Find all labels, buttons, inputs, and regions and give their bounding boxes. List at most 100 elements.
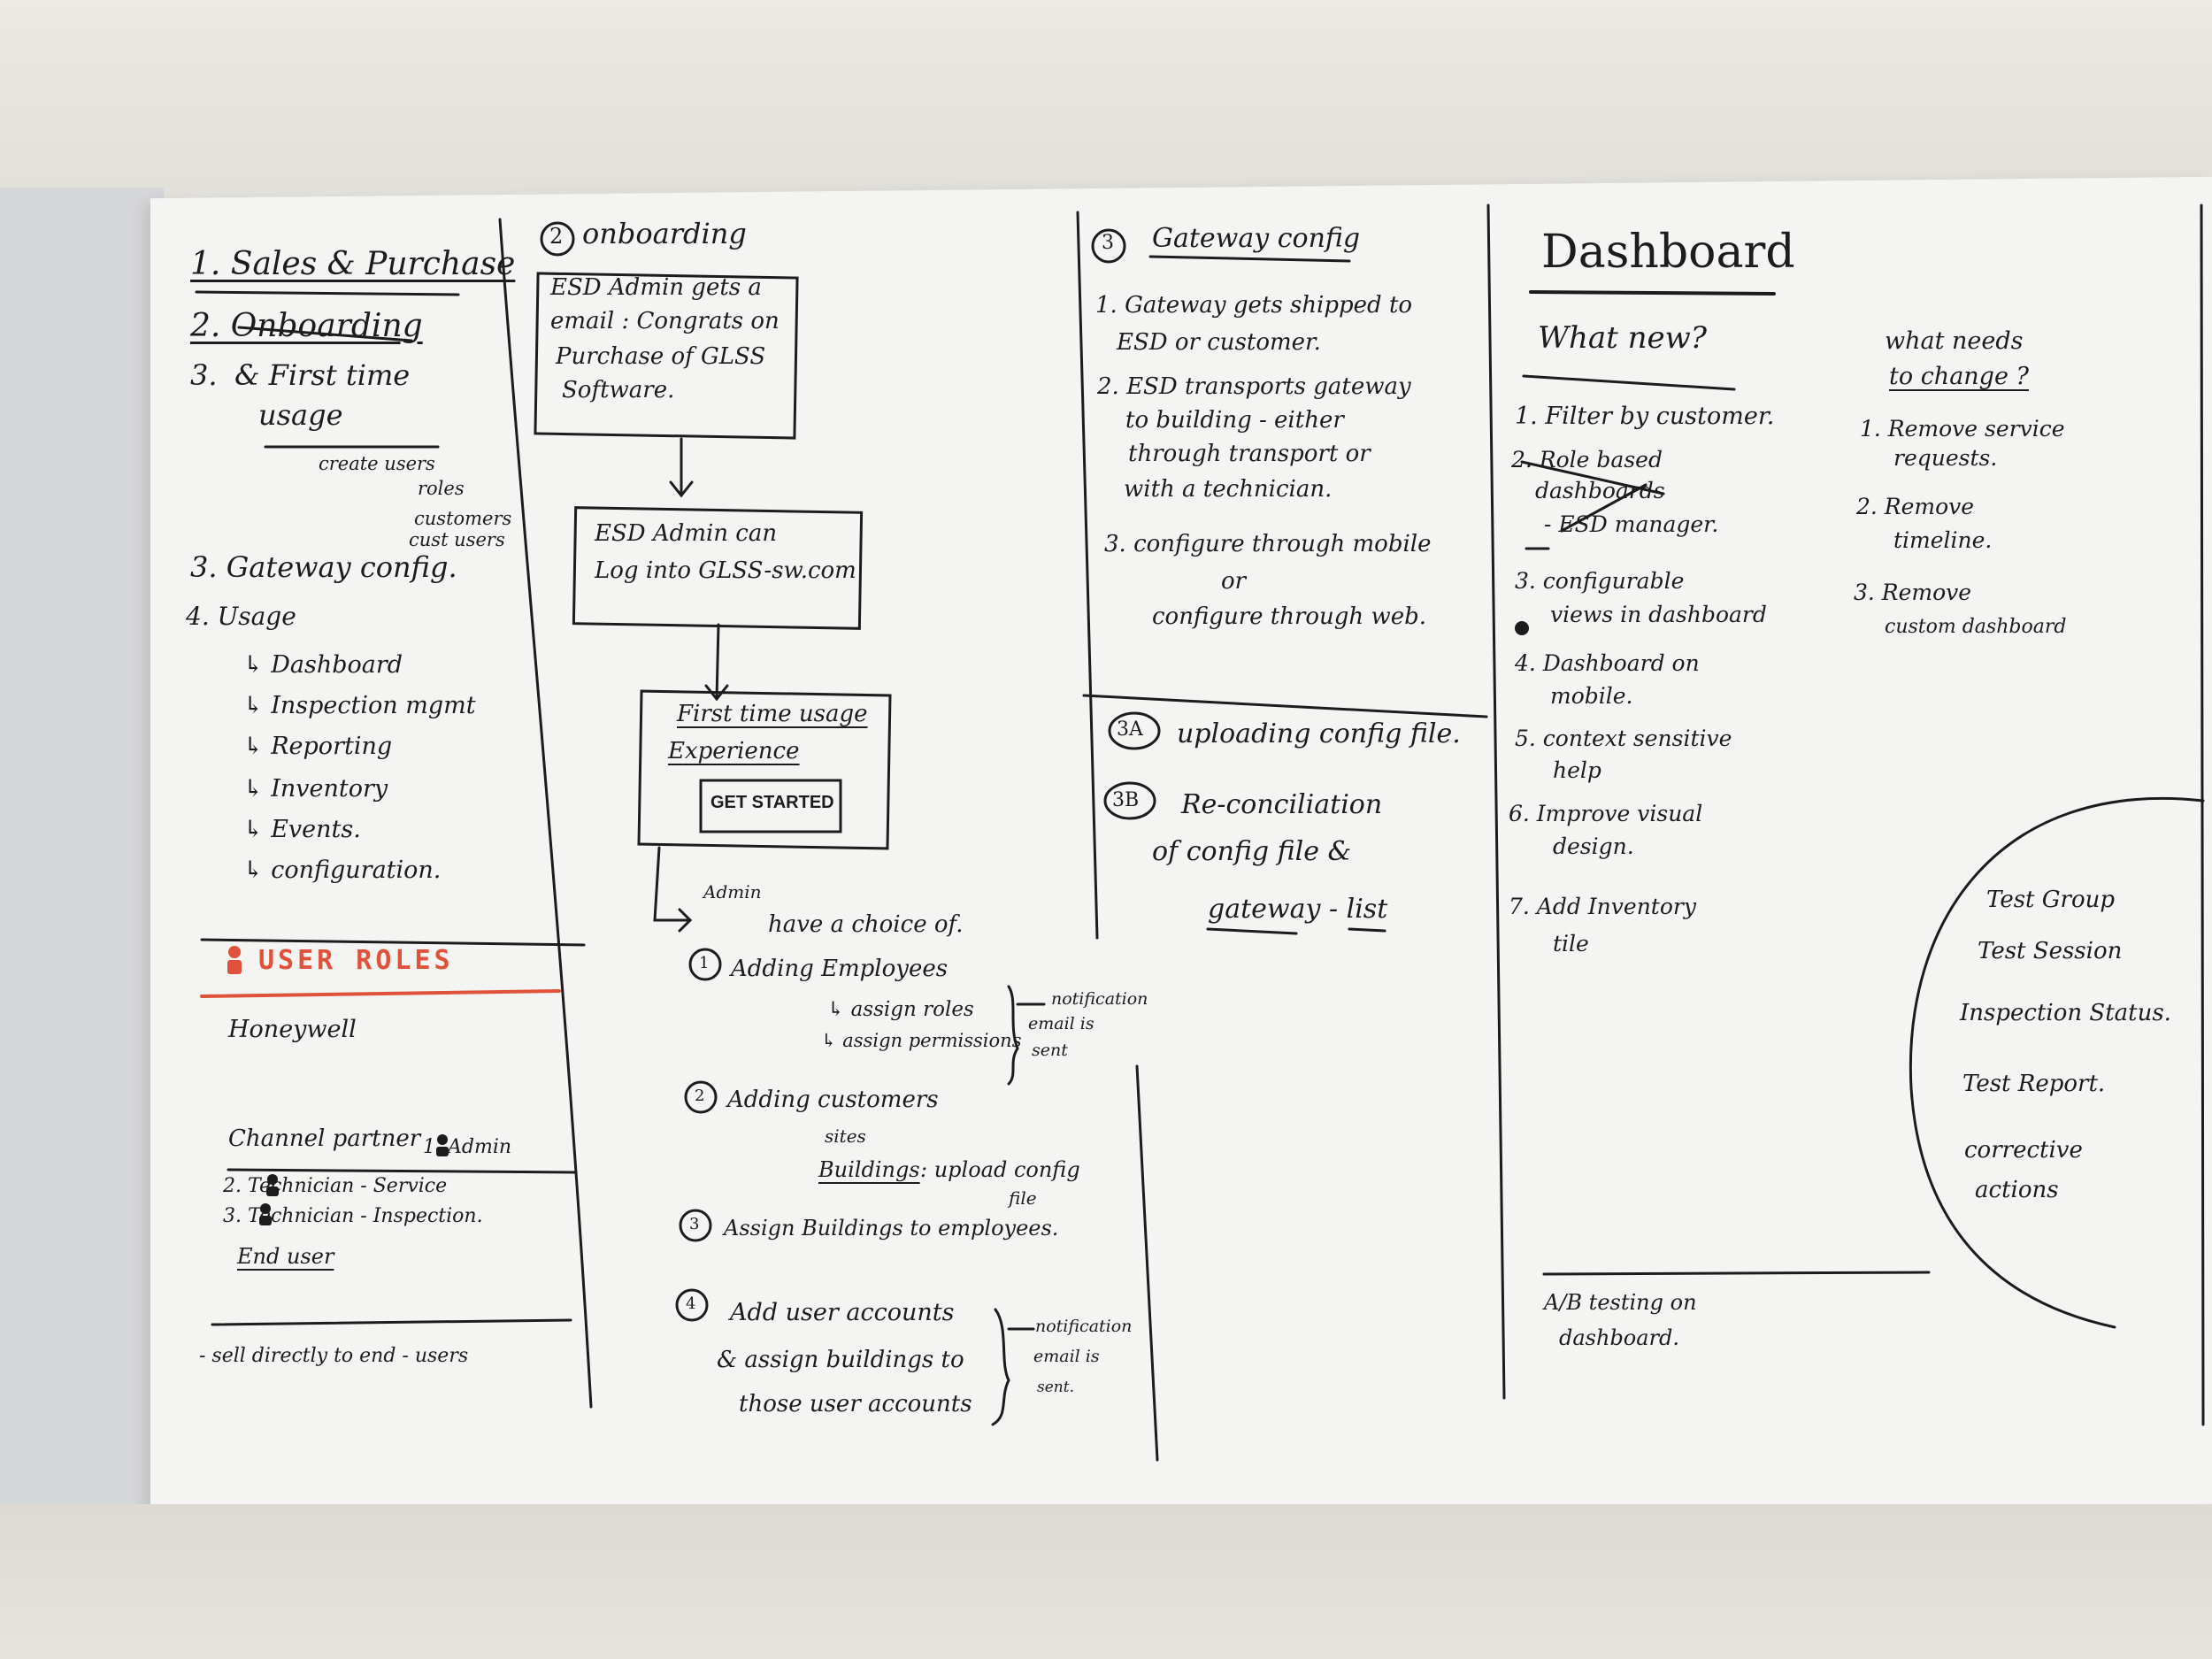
gateway-3b-text: of config file & [1152,836,1352,867]
paper-left-sheet [0,188,164,1532]
gateway-step: 3. configure through mobile [1104,531,1432,557]
choice-upload-config: : upload config [920,1157,1080,1182]
usage-item: ↳ Dashboard [243,651,403,679]
circle-item: corrective [1964,1137,2083,1164]
toc-first-time: & First time [234,358,411,392]
choice-add-user-accounts: Add user accounts [730,1299,955,1326]
changes-item: requests. [1893,445,1998,471]
sell-direct: - sell directly to end - users [199,1345,469,1367]
email-line: ESD Admin gets a [550,274,762,301]
email-line: Software. [562,377,675,403]
login-line: Log into GLSS-sw.com [595,557,856,584]
dashboard-item: 3. configurable [1515,568,1685,594]
user-roles-title: USER ROLES [258,945,454,976]
sub-roles: roles [418,478,465,499]
toc-sales: 1. Sales & Purchase [190,246,516,282]
gateway-step: to building - either [1125,407,1344,434]
dashboard-item: mobile. [1550,683,1633,709]
choice-assign-roles: ↳ assign roles [827,998,974,1021]
gateway-3b-text: Re-conciliation [1181,789,1383,820]
role-honeywell: Honeywell [228,1016,357,1043]
choice-num: 1 [699,954,710,972]
choice-text: have a choice of. [768,911,964,938]
dashboard-item: tile [1553,931,1589,956]
dashboard-item: help [1553,757,1601,783]
gateway-3a-number: 3A [1117,718,1143,741]
gateway-step: configure through web. [1152,603,1426,630]
usage-item: ↳ configuration. [243,856,442,884]
note-line: sent [1032,1041,1068,1060]
usage-item: ↳ Inventory [243,775,388,803]
choice-assign-buildings: Assign Buildings to employees. [724,1216,1059,1240]
dashboard-item: 5. context sensitive [1515,726,1732,751]
dashboard-item: - ESD manager. [1544,511,1719,537]
gateway-step: 2. ESD transports gateway [1097,373,1411,400]
first-time-title: First time usage [677,701,868,727]
circle-item: Test Report. [1962,1071,2106,1097]
choice-buildings: Buildings [818,1157,920,1182]
dashboard-item: 2. Role based [1511,447,1663,472]
dashboard-item: views in dashboard [1550,602,1767,627]
choice-adding-employees: Adding Employees [731,956,949,982]
choice-assign-permissions: ↳ assign permissions [821,1030,1022,1051]
choice-admin-word: Admin [703,881,762,902]
circle-item: Test Session [1978,938,2123,964]
wall-bottom [0,1504,2212,1659]
onboarding-title: onboarding [582,217,747,250]
changes-item: 2. Remove [1856,494,1975,519]
gateway-step: through transport or [1128,441,1371,467]
circle-item: Test Group [1986,887,2116,913]
dashboard-title: Dashboard [1541,226,1795,279]
dashboard-item: 6. Improve visual [1509,801,1703,826]
email-line: email : Congrats on [550,308,780,334]
role-channel-partner: Channel partner [228,1125,421,1152]
role-tech-service: 2. Technician - Service [223,1175,448,1197]
note-line: notification [1035,1317,1133,1336]
usage-item: ↳ Inspection mgmt [243,692,476,719]
choice-add-user-accounts: & assign buildings to [717,1347,964,1373]
note-line: email is [1033,1347,1100,1366]
sub-create-users: create users [319,453,435,474]
first-time-experience: Experience [668,738,800,764]
gateway-step: with a technician. [1124,476,1333,503]
gateway-3b-text: gateway - list [1208,894,1388,925]
changes-item: 3. Remove [1854,580,1972,605]
gateway-number: 3 [1102,232,1114,254]
choice-adding-customers: Adding customers [727,1087,939,1113]
choice-num: 4 [686,1294,696,1313]
changes-item: custom dashboard [1885,616,2067,638]
role-admin: 1. Admin [423,1136,512,1158]
toc-onboarding: 2. Onboarding [190,308,423,344]
note-line: notification [1051,989,1148,1009]
wall-top [0,0,2212,190]
get-started-button[interactable]: GET STARTED [710,793,834,812]
gateway-step: ESD or customer. [1117,329,1321,356]
changes-title: to change ? [1889,363,2030,390]
choice-add-user-accounts: those user accounts [739,1391,972,1417]
gateway-step: or [1221,568,1247,595]
circle-item: Inspection Status. [1960,1000,2171,1026]
onboarding-number: 2 [549,224,564,249]
note-line: sent. [1037,1379,1074,1396]
role-tech-inspection: 3. Technician - Inspection. [223,1205,483,1227]
ab-testing: A/B testing on [1544,1290,1697,1315]
toc-gateway: 3. Gateway config. [190,550,457,584]
dashboard-item: 7. Add Inventory [1509,894,1696,919]
sub-cust-users: cust users [409,529,505,550]
login-line: ESD Admin can [595,520,778,547]
changes-item: timeline. [1893,527,1993,553]
dashboard-item: 4. Dashboard on [1515,650,1700,676]
gateway-step: 1. Gateway gets shipped to [1095,292,1413,319]
toc-marker-3: 3. [190,358,218,392]
dashboard-subtitle: What new? [1538,320,1707,356]
dashboard-item: dashboards [1535,478,1665,503]
dashboard-item: 1. Filter by customer. [1515,403,1775,430]
changes-item: 1. Remove service [1860,416,2065,442]
toc-usage: usage [258,398,343,432]
toc-usage-list: 4. Usage [186,602,296,631]
gateway-3b-number: 3B [1112,789,1140,811]
gateway-title: Gateway config [1152,223,1361,254]
circle-item: actions [1975,1177,2059,1203]
choice-num: 2 [695,1087,705,1105]
sub-customers: customers [414,508,512,529]
